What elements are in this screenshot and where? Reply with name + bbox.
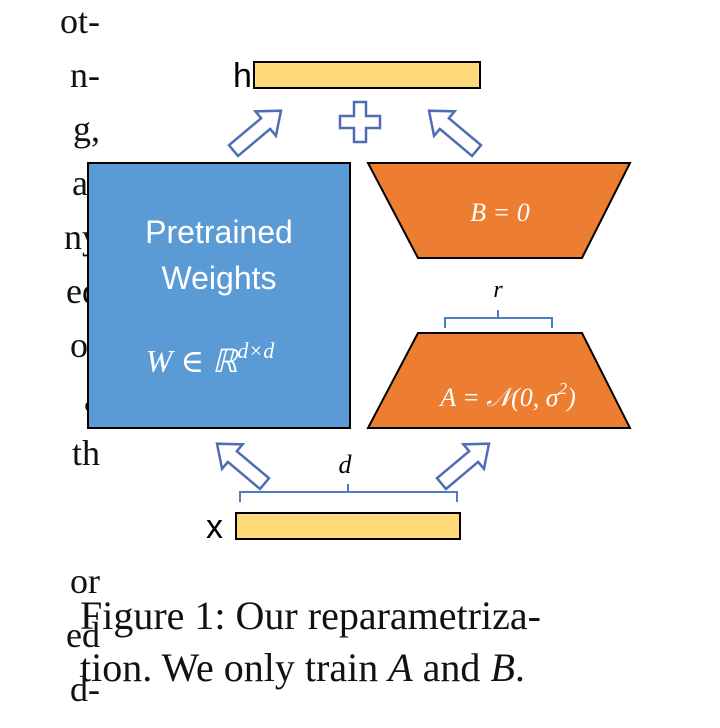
plus-icon bbox=[338, 100, 382, 144]
caption-line-2-end: . bbox=[514, 645, 525, 690]
r-brace bbox=[444, 310, 553, 328]
caption-line-1: Figure 1: Our reparametriza- bbox=[80, 593, 541, 638]
text-fragment: ed bbox=[66, 615, 100, 655]
caption-line-2-mid: and bbox=[412, 645, 491, 690]
pretrained-title-line2: Weights bbox=[161, 260, 276, 296]
matrix-a-label-sup: 2 bbox=[559, 379, 568, 398]
arrow-up-left-icon bbox=[227, 109, 283, 158]
output-label: h bbox=[233, 57, 252, 95]
caption-var-b: B bbox=[490, 645, 515, 690]
pretrained-weights-block bbox=[87, 162, 351, 429]
matrix-b-label: B = 0 bbox=[470, 198, 529, 227]
matrix-b-block bbox=[366, 162, 632, 259]
arrow-up-to-a-icon bbox=[435, 442, 491, 491]
caption-line-2-pre: tion. We only train bbox=[80, 645, 389, 690]
matrix-a-block bbox=[366, 332, 632, 429]
matrix-a-label-end: ) bbox=[565, 383, 576, 412]
matrix-a-label: A = 𝒩(0, σ2) bbox=[438, 379, 576, 412]
d-brace bbox=[239, 484, 458, 502]
output-vector bbox=[253, 61, 481, 89]
text-fragment: n- bbox=[70, 55, 100, 95]
left-column-text-lower: or ed d- bbox=[0, 554, 100, 716]
pretrained-title-line1: Pretrained bbox=[145, 214, 293, 250]
pretrained-formula: W ∈ ℝd×d bbox=[146, 338, 276, 379]
r-label: r bbox=[493, 277, 503, 303]
input-label: x bbox=[206, 508, 223, 546]
text-fragment: ot- bbox=[60, 1, 100, 41]
pretrained-formula-sup: d×d bbox=[237, 338, 275, 363]
figure-caption: Figure 1: Our reparametriza- tion. We on… bbox=[80, 590, 710, 694]
text-fragment: g, bbox=[73, 109, 100, 149]
caption-var-a: A bbox=[388, 645, 413, 690]
text-fragment: d- bbox=[70, 669, 100, 709]
arrow-up-right-icon bbox=[427, 109, 483, 158]
matrix-a-label-main: A = 𝒩(0, σ bbox=[438, 383, 560, 412]
caption-line-2: tion. We only train A and B. bbox=[80, 642, 710, 694]
input-vector bbox=[235, 512, 461, 540]
text-fragment: or bbox=[70, 561, 100, 601]
pretrained-formula-main: W ∈ ℝ bbox=[146, 343, 239, 379]
arrow-up-to-pretrained-icon bbox=[215, 442, 271, 491]
text-fragment: th bbox=[71, 433, 100, 473]
d-label: d bbox=[339, 450, 353, 479]
